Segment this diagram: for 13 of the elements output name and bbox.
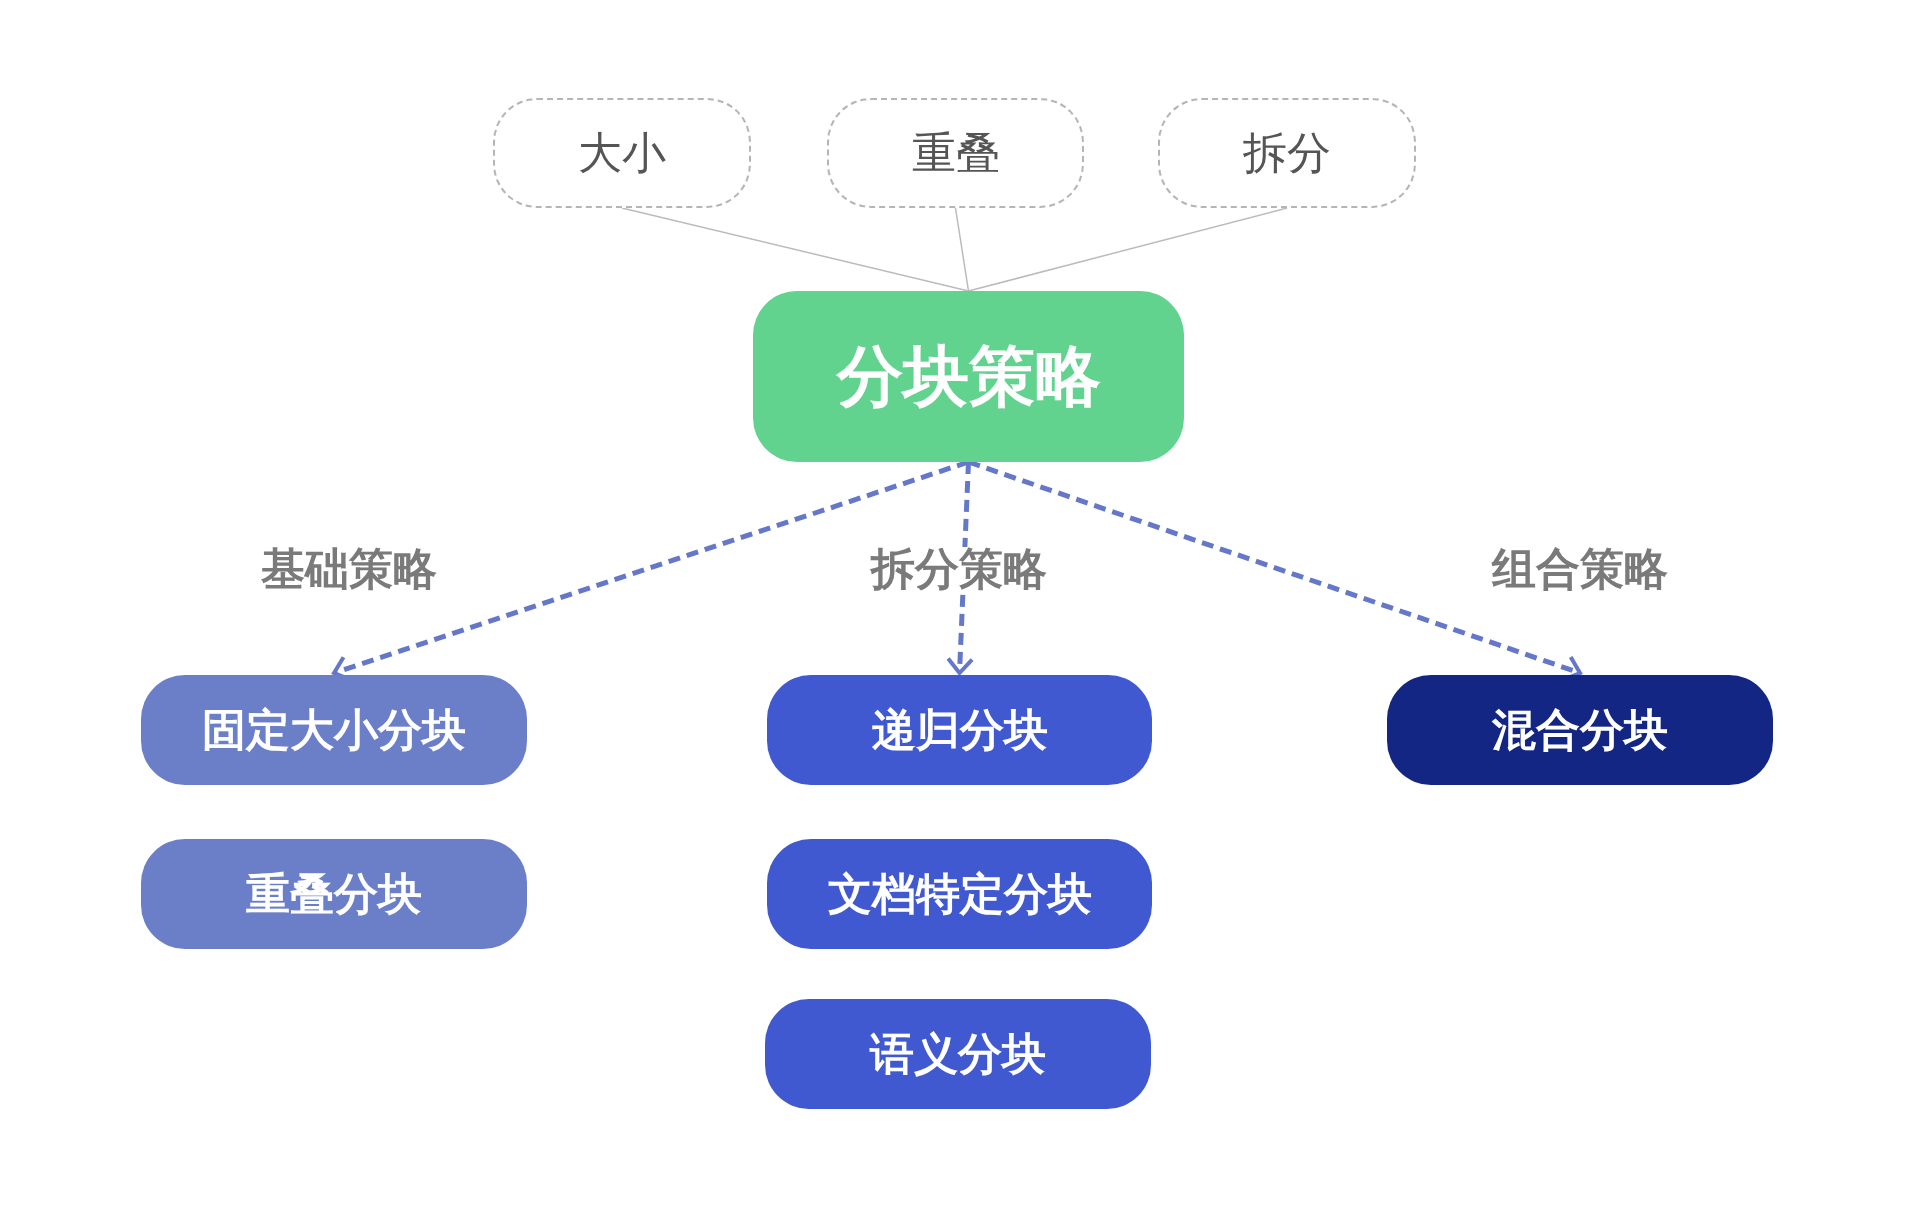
option-box: 拆分 xyxy=(1158,98,1416,208)
strategy-box: 递归分块 xyxy=(767,675,1152,785)
strategy-box: 语义分块 xyxy=(765,999,1151,1109)
strategy-box: 文档特定分块 xyxy=(767,839,1152,949)
strategy-box: 固定大小分块 xyxy=(141,675,527,785)
connector-line xyxy=(954,207,970,292)
strategy-box: 混合分块 xyxy=(1387,675,1773,785)
strategy-box: 重叠分块 xyxy=(141,839,527,949)
option-box: 大小 xyxy=(493,98,751,208)
option-box: 重叠 xyxy=(827,98,1084,208)
connector-line xyxy=(621,207,970,292)
connector-line xyxy=(967,207,1288,292)
root-box: 分块策略 xyxy=(753,291,1184,462)
